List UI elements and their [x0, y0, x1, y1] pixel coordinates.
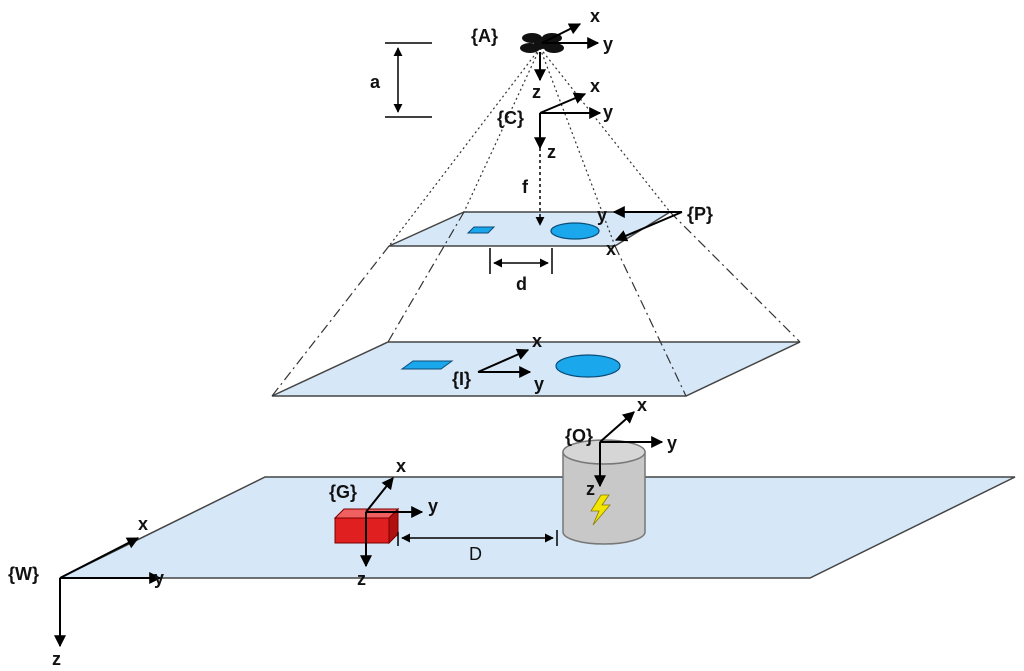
axis-w-z-label: z	[52, 649, 61, 669]
axis-c-y-label: y	[603, 102, 613, 122]
cylinder-object	[562, 439, 646, 545]
axis-o-z-label: z	[586, 479, 595, 499]
dimension-a-label: a	[370, 72, 381, 92]
frame-p-axes	[612, 206, 683, 242]
frame-o-label: {O}	[565, 426, 593, 446]
axis-c-x-label: x	[590, 76, 600, 96]
frame-c-axes	[534, 92, 602, 150]
axis-g-y-label: y	[428, 496, 438, 516]
object-image-rect	[400, 360, 454, 370]
frame-w-axes	[54, 537, 162, 648]
axis-o-y-label: y	[667, 433, 677, 453]
axis-w-y-label: y	[154, 568, 164, 588]
axis-p-x-label: x	[606, 239, 616, 259]
axis-g-x-label: x	[396, 456, 406, 476]
projection-plane	[388, 211, 673, 247]
frame-c-label: {C}	[497, 108, 524, 128]
axis-a-z-label: z	[532, 82, 541, 102]
dimension-d	[489, 248, 553, 274]
dimension-f-label: f	[522, 177, 529, 197]
frame-a-axes	[534, 23, 600, 82]
ground-plane	[59, 476, 1016, 579]
axis-g-z-label: z	[357, 569, 366, 589]
dimension-a	[385, 42, 432, 118]
frustum-dashdot-lines	[271, 211, 801, 397]
frame-i-axes	[477, 348, 532, 378]
axis-o-x-label: x	[637, 395, 647, 415]
frustum-dotted-lines	[388, 47, 671, 247]
lightning-icon	[590, 494, 611, 526]
dimension-big-d-label: D	[469, 544, 482, 564]
frame-i-label: {I}	[452, 369, 471, 389]
frame-w-label: {W}	[8, 564, 39, 584]
axis-c-z-label: z	[547, 142, 556, 162]
frame-g-axes	[360, 477, 424, 568]
object-projection-small-ellipse	[550, 222, 600, 240]
axis-i-x-label: x	[532, 331, 542, 351]
frame-o-axes	[594, 411, 664, 488]
axis-i-y-label: y	[534, 374, 544, 394]
frame-p-label: {P}	[687, 204, 713, 224]
frame-a-label: {A}	[471, 26, 498, 46]
axis-a-x-label: x	[590, 6, 600, 26]
axis-w-x-label: x	[138, 514, 148, 534]
axis-p-y-label: y	[597, 205, 607, 225]
object-image-ellipse	[555, 354, 621, 378]
dimension-d-label: d	[516, 274, 527, 294]
frame-g-label: {G}	[329, 482, 357, 502]
dimension-d-upper	[397, 530, 558, 546]
object-projection-small-rect	[466, 226, 496, 234]
axis-a-y-label: y	[603, 34, 613, 54]
